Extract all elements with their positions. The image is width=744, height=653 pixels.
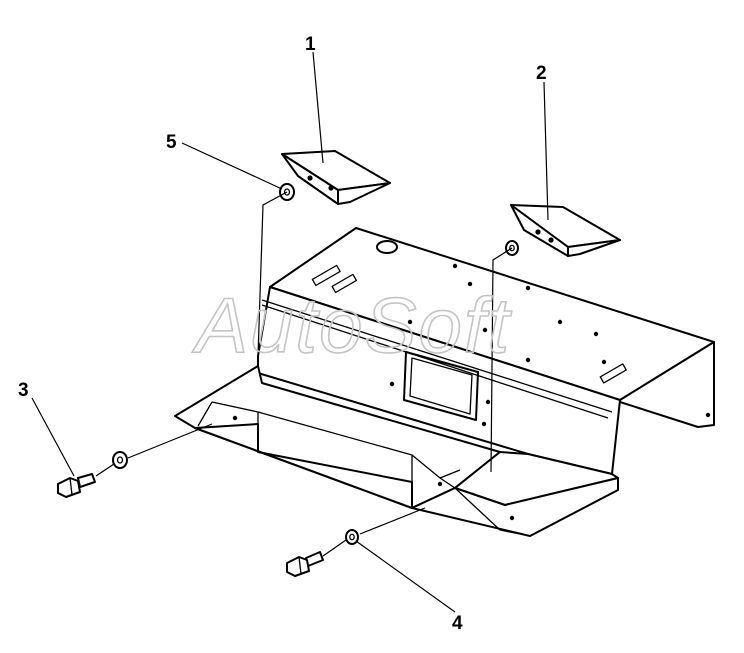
washer-upper-right xyxy=(505,240,519,256)
callout-3: 3 xyxy=(18,380,29,401)
callout-5: 5 xyxy=(166,132,177,153)
bolt-part-4 xyxy=(286,551,324,577)
callout-1: 1 xyxy=(305,34,316,55)
watermark-text: AutoSoft xyxy=(192,281,513,369)
callout-leaders xyxy=(31,51,549,613)
assembly-guide-lines xyxy=(95,191,513,557)
bolt-part-3 xyxy=(57,473,96,498)
washer-part-4 xyxy=(345,529,359,545)
callout-2: 2 xyxy=(536,63,547,84)
housing-panel xyxy=(174,227,715,537)
bracket-part-1 xyxy=(281,150,391,205)
bracket-part-2 xyxy=(510,204,621,257)
washer-left xyxy=(112,451,128,469)
callout-4: 4 xyxy=(452,613,463,634)
